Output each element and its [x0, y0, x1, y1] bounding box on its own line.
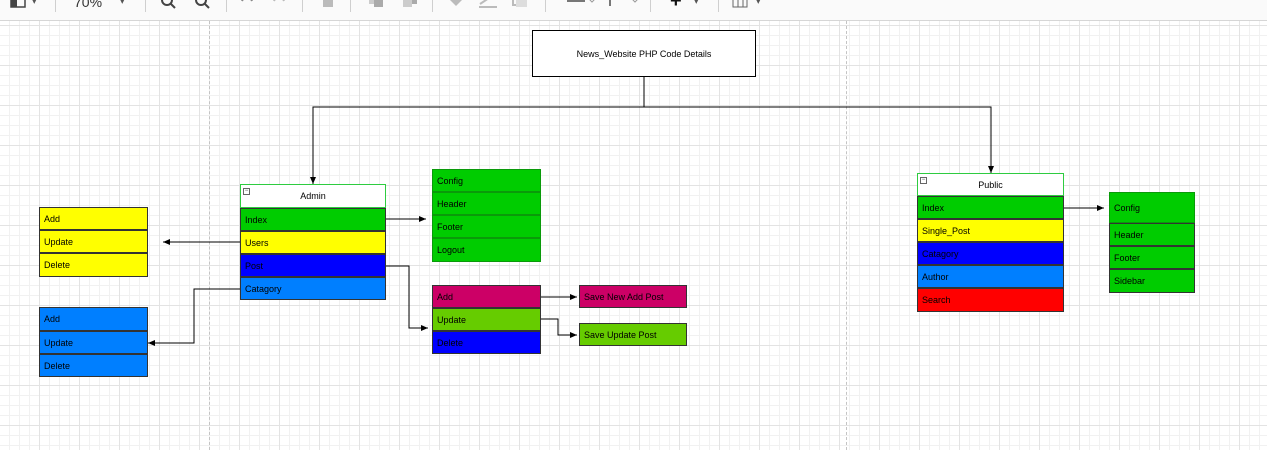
public-config-item[interactable]: Header: [1109, 223, 1195, 246]
chevron-down-icon[interactable]: ▾: [756, 0, 761, 6]
page-break-line: [209, 21, 210, 450]
page-break-line: [846, 21, 847, 450]
format-panel-icon[interactable]: [10, 0, 26, 11]
collapse-icon[interactable]: −: [920, 177, 927, 184]
users-action-delete[interactable]: Delete: [39, 253, 148, 277]
category-action-delete[interactable]: Delete: [39, 354, 148, 377]
connection-icon[interactable]: [565, 0, 595, 11]
post-action-add[interactable]: Add: [432, 285, 541, 308]
to-front-icon[interactable]: [368, 0, 384, 11]
admin-config-item[interactable]: Footer: [432, 215, 541, 238]
line-color-icon[interactable]: [478, 0, 498, 11]
users-action-update[interactable]: Update: [39, 230, 148, 253]
category-action-add[interactable]: Add: [39, 307, 148, 331]
public-config-item[interactable]: Footer: [1109, 246, 1195, 269]
public-item-single-post[interactable]: Single_Post: [917, 219, 1064, 242]
zoom-in-icon[interactable]: [160, 0, 176, 11]
fill-color-icon[interactable]: [448, 0, 464, 11]
admin-header[interactable]: − Admin: [240, 184, 386, 208]
shadow-icon[interactable]: [512, 0, 528, 11]
public-header[interactable]: − Public: [917, 173, 1064, 196]
admin-config-item[interactable]: Config: [432, 169, 541, 192]
diagram-canvas[interactable]: [0, 21, 1267, 450]
save-new-add-post-box[interactable]: Save New Add Post: [579, 285, 687, 308]
redo-icon[interactable]: [272, 0, 286, 11]
chevron-down-icon[interactable]: ▾: [120, 0, 125, 6]
zoom-out-icon[interactable]: [194, 0, 210, 11]
chevron-down-icon[interactable]: ▾: [32, 0, 37, 6]
public-item-search[interactable]: Search: [917, 288, 1064, 312]
chevron-down-icon[interactable]: ▾: [694, 0, 699, 6]
admin-config-item[interactable]: Logout: [432, 238, 541, 262]
public-item-catagory[interactable]: Catagory: [917, 242, 1064, 265]
insert-plus-icon[interactable]: +: [670, 0, 682, 12]
post-action-delete[interactable]: Delete: [432, 331, 541, 354]
public-item-author[interactable]: Author: [917, 265, 1064, 288]
post-action-update[interactable]: Update: [432, 308, 541, 331]
to-back-icon[interactable]: [402, 0, 418, 11]
toolbar: ▾ 70% ▾ + ▾ ▾: [0, 0, 1267, 21]
public-config-item[interactable]: Sidebar: [1109, 269, 1195, 293]
users-action-add[interactable]: Add: [39, 207, 148, 230]
admin-item-post[interactable]: Post: [240, 254, 386, 277]
admin-item-catagory[interactable]: Catagory: [240, 277, 386, 300]
save-update-post-box[interactable]: Save Update Post: [579, 323, 687, 346]
diagram-title-box[interactable]: News_Website PHP Code Details: [532, 30, 756, 77]
admin-item-users[interactable]: Users: [240, 231, 386, 254]
public-item-index[interactable]: Index: [917, 196, 1064, 219]
admin-header-label: Admin: [300, 191, 326, 201]
public-config-item[interactable]: Config: [1109, 192, 1195, 223]
undo-icon[interactable]: [240, 0, 254, 11]
waypoints-icon[interactable]: [608, 0, 638, 11]
public-header-label: Public: [978, 179, 1003, 190]
delete-icon[interactable]: [322, 0, 334, 11]
zoom-level[interactable]: 70%: [74, 0, 103, 10]
category-action-update[interactable]: Update: [39, 331, 148, 354]
collapse-icon[interactable]: −: [243, 188, 250, 195]
admin-item-index[interactable]: Index: [240, 208, 386, 231]
admin-config-item[interactable]: Header: [432, 192, 541, 215]
table-icon[interactable]: [732, 0, 748, 11]
